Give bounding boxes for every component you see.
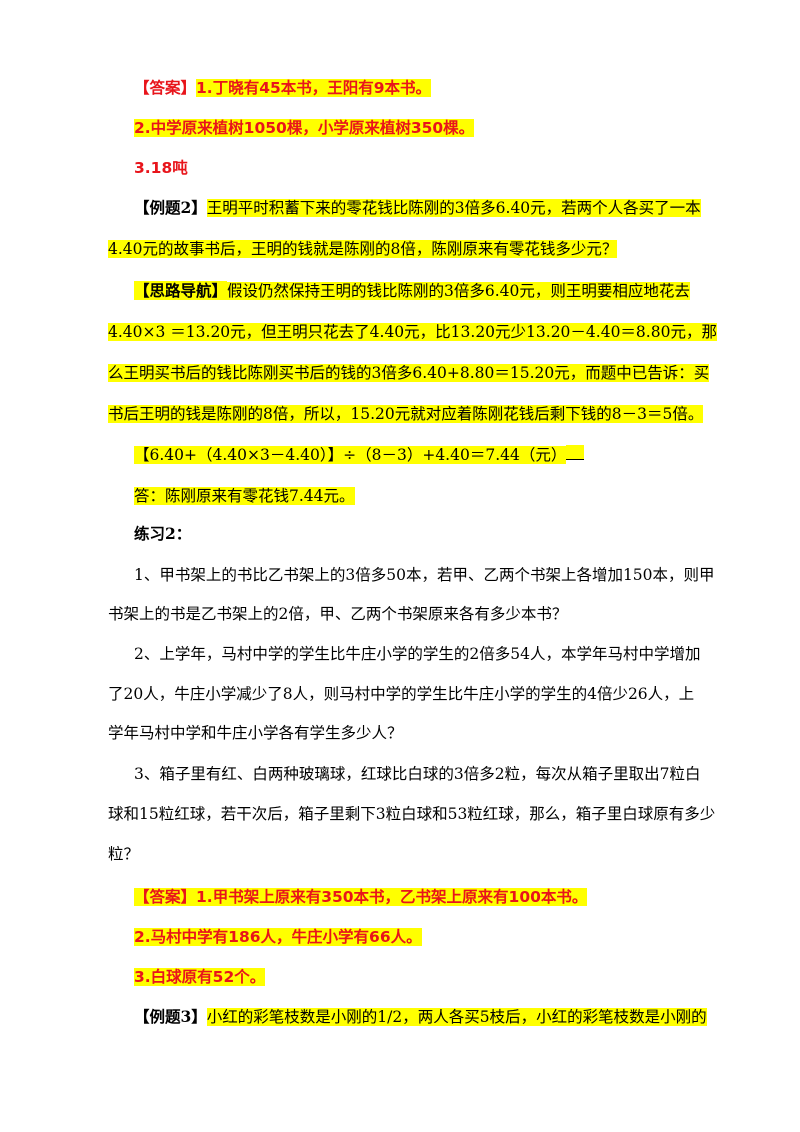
answer-text: 1.甲书架上原来有350本书，乙书架上原来有100本书。: [196, 888, 588, 906]
example2-line-2: 4.40元的故事书后，王明的钱就是陈刚的8倍，陈刚原来有零花钱多少元？: [108, 238, 618, 260]
guide-line-3: 么王明买书后的钱比陈刚买书后的钱的3倍多6.40+8.80＝15.20元，而题中…: [108, 362, 710, 384]
guide-line-2: 4.40×3 ＝13.20元，但王明只花去了4.40元，比13.20元少13.2…: [108, 321, 717, 343]
answer-text: 3.18吨: [134, 159, 188, 177]
practice-q2-line-3: 学年马村中学和牛庄小学各有学生多少人？: [108, 724, 403, 742]
example-text: 王明平时积蓄下来的零花钱比陈刚的3倍多6.40元，若两个人各买了一本: [206, 199, 701, 217]
example-tag: 【例题2】: [134, 198, 207, 217]
guide-text: 么王明买书后的钱比陈刚买书后的钱的3倍多6.40+8.80＝15.20元，而题中…: [108, 364, 710, 382]
practice-q3-line-1: 3、箱子里有红、白两种玻璃球，红球比白球的3倍多2粒，每次从箱子里取出7粒白: [134, 765, 701, 783]
practice-title: 练习2：: [134, 524, 192, 543]
answer-text: 2.中学原来植树1050棵，小学原来植树350棵。: [134, 119, 475, 137]
practice-q1-line-2: 书架上的书是乙书架上的2倍，甲、乙两个书架原来各有多少本书？: [108, 605, 568, 623]
practice-q2-line-2: 了20人，牛庄小学减少了8人，则马村中学的学生比牛庄小学的学生的4倍少26人，上: [108, 685, 695, 703]
answer2-line-1: 【答案】1.甲书架上原来有350本书，乙书架上原来有100本书。: [134, 886, 588, 908]
answer2-line-3: 3.白球原有52个。: [134, 966, 266, 988]
example2-line-1: 【例题2】王明平时积蓄下来的零花钱比陈刚的3倍多6.40元，若两个人各买了一本: [134, 197, 701, 219]
example3-line-1: 【例题3】小红的彩笔枝数是小刚的1/2，两人各买5枝后，小红的彩笔枝数是小刚的: [134, 1006, 707, 1028]
answer-text: 1.丁晓有45本书，王阳有9本书。: [196, 79, 432, 97]
formula-text: 【6.40+（4.40×3－4.40）】÷（8－3）+4.40＝7.44（元）: [134, 446, 567, 464]
guide-text: 假设仍然保持王明的钱比陈刚的3倍多6.40元，则王明要相应地花去: [227, 282, 690, 300]
guide-formula: 【6.40+（4.40×3－4.40）】÷（8－3）+4.40＝7.44（元）: [134, 444, 585, 466]
answer-line-1: 【答案】1.丁晓有45本书，王阳有9本书。: [134, 77, 432, 99]
underline-mark: [566, 445, 585, 460]
answer-text: 3.白球原有52个。: [134, 968, 266, 986]
answer2-line-2: 2.马村中学有186人，牛庄小学有66人。: [134, 926, 422, 948]
answer-text: 2.马村中学有186人，牛庄小学有66人。: [134, 928, 422, 946]
guide-text: 书后王明的钱是陈刚的8倍，所以，15.20元就对应着陈刚花钱后剩下钱的8－3＝5…: [108, 405, 704, 423]
practice-q3-line-3: 粒？: [108, 845, 140, 863]
answer-tag: 【答案】: [134, 79, 197, 97]
practice-q2-line-1: 2、上学年，马村中学的学生比牛庄小学的学生的2倍多54人，本学年马村中学增加: [134, 645, 701, 663]
answer-line-3: 3.18吨: [134, 157, 188, 179]
guide-answer: 答：陈刚原来有零花钱7.44元。: [134, 485, 355, 507]
guide-text: 4.40×3 ＝13.20元，但王明只花去了4.40元，比13.20元少13.2…: [108, 323, 717, 341]
answer-tag: 【答案】: [134, 888, 197, 906]
guide-line-1: 【思路导航】假设仍然保持王明的钱比陈刚的3倍多6.40元，则王明要相应地花去: [134, 280, 690, 302]
answer-line-2: 2.中学原来植树1050棵，小学原来植树350棵。: [134, 117, 475, 139]
answer-text: 答：陈刚原来有零花钱7.44元。: [134, 487, 355, 505]
example-text: 4.40元的故事书后，王明的钱就是陈刚的8倍，陈刚原来有零花钱多少元？: [108, 240, 618, 258]
example-text: 小红的彩笔枝数是小刚的1/2，两人各买5枝后，小红的彩笔枝数是小刚的: [206, 1008, 707, 1026]
example-tag: 【例题3】: [134, 1007, 207, 1026]
practice-q3-line-2: 球和15粒红球，若干次后，箱子里剩下3粒白球和53粒红球，那么，箱子里白球原有多…: [108, 805, 716, 823]
guide-line-4: 书后王明的钱是陈刚的8倍，所以，15.20元就对应着陈刚花钱后剩下钱的8－3＝5…: [108, 403, 704, 425]
guide-tag: 【思路导航】: [134, 281, 228, 300]
practice-q1-line-1: 1、甲书架上的书比乙书架上的3倍多50本，若甲、乙两个书架上各增加150本，则甲: [134, 566, 715, 584]
